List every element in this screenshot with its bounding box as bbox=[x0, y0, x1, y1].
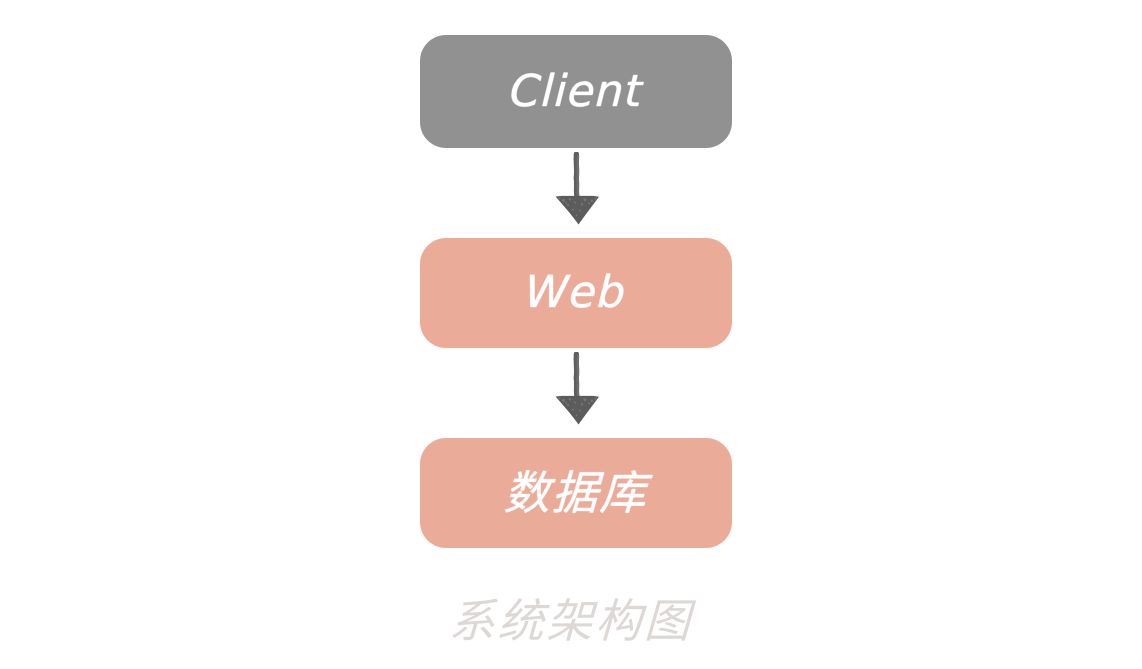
arrow-client-to-web bbox=[547, 152, 607, 230]
node-client-label: Client bbox=[508, 65, 644, 117]
arrow-web-to-database bbox=[547, 352, 607, 430]
node-client[interactable]: Client bbox=[420, 35, 732, 148]
node-web-label: Web bbox=[524, 267, 628, 318]
node-web[interactable]: Web bbox=[420, 238, 732, 348]
diagram-caption: 系统架构图 bbox=[448, 594, 694, 648]
node-database-label: 数据库 bbox=[503, 466, 649, 520]
node-database[interactable]: 数据库 bbox=[420, 438, 732, 548]
